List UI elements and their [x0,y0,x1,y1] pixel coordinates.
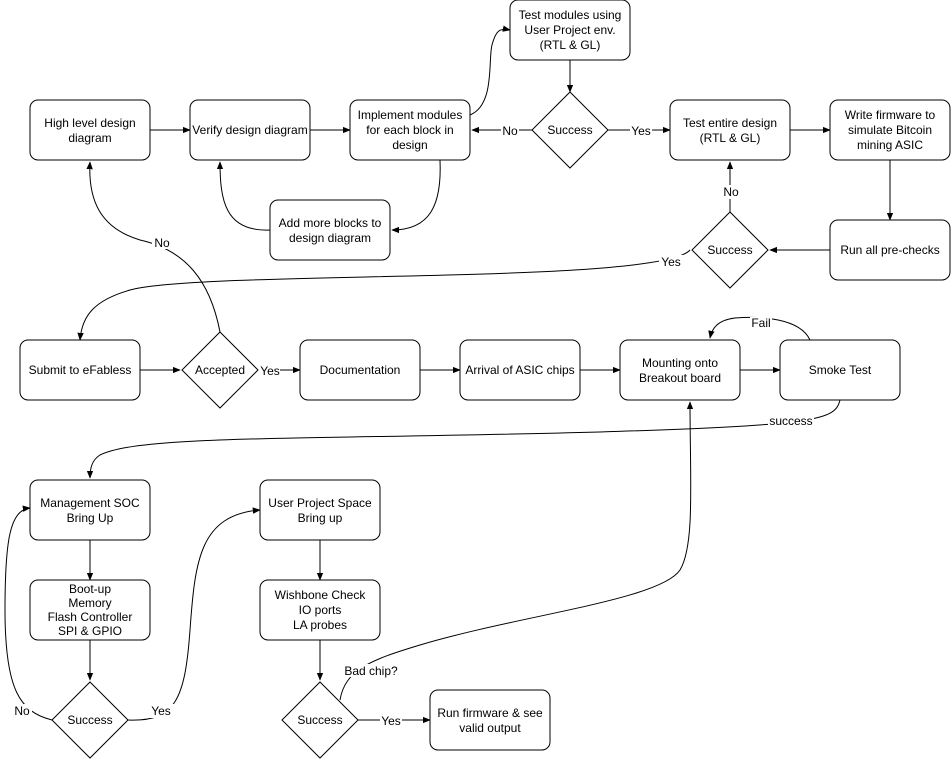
node-success-1[interactable]: Success [531,91,609,169]
edge-smoke-mgmtsoc [86,399,841,479]
edge-accepted-highlevel [86,161,221,333]
svg-text:Run all pre-checks: Run all pre-checks [840,243,939,257]
edge-implement-addblocks [391,159,441,234]
svg-text:Success: Success [297,713,342,727]
svg-text:Success: Success [707,243,752,257]
node-run-prechecks[interactable]: Run all pre-checks [829,219,951,281]
node-submit-efabless[interactable]: Submit to eFabless [19,339,141,401]
node-documentation[interactable]: Documentation [299,339,421,401]
node-arrival-asic[interactable]: Arrival of ASIC chips [459,339,581,401]
node-smoke-test[interactable]: Smoke Test [779,339,901,401]
edge-label-yes-success2: Yes [661,255,681,269]
svg-text:Smoke Test: Smoke Test [809,363,872,377]
edge-addblocks-verify [216,161,271,231]
svg-text:Arrival of ASIC chips: Arrival of ASIC chips [465,363,574,377]
svg-text:Accepted: Accepted [195,363,245,377]
edge-success4-mounting-badchip [339,401,694,701]
svg-text:Documentation: Documentation [320,363,401,377]
edge-label-fail: Fail [751,316,770,330]
node-test-entire-design[interactable]: Test entire design(RTL & GL) [669,99,791,161]
edge-labels: No Yes No Yes No Yes Fail success No Yes… [12,124,814,728]
svg-text:Test entire design(RTL & GL): Test entire design(RTL & GL) [683,116,777,145]
edge-label-yes-test: Yes [631,124,651,138]
edge-label-yes-success3: Yes [151,704,171,718]
node-verify-design[interactable]: Verify design diagram [189,99,311,161]
svg-text:Success: Success [547,123,592,137]
edge-label-no-accepted: No [154,236,170,250]
svg-text:Submit to eFabless: Submit to eFabless [29,363,132,377]
edge-label-bad-chip: Bad chip? [344,664,398,678]
edge-label-yes-accepted: Yes [260,364,280,378]
edge-label-no-success3: No [14,704,30,718]
svg-text:Success: Success [67,713,112,727]
edge-label-no-success2: No [723,185,739,199]
node-accepted[interactable]: Accepted [181,331,259,409]
node-success-2[interactable]: Success [691,211,769,289]
svg-text:Verify design diagram: Verify design diagram [192,123,307,137]
edge-label-no-implement: No [502,124,518,138]
edge-implement-testmodules [469,25,511,116]
edge-label-yes-success4: Yes [381,714,401,728]
node-success-4[interactable]: Success [281,681,359,759]
edge-success2-submit [77,249,691,341]
edge-label-success: success [769,414,812,428]
node-success-3[interactable]: Success [51,681,129,759]
edge-smoke-mounting-fail [708,316,811,341]
